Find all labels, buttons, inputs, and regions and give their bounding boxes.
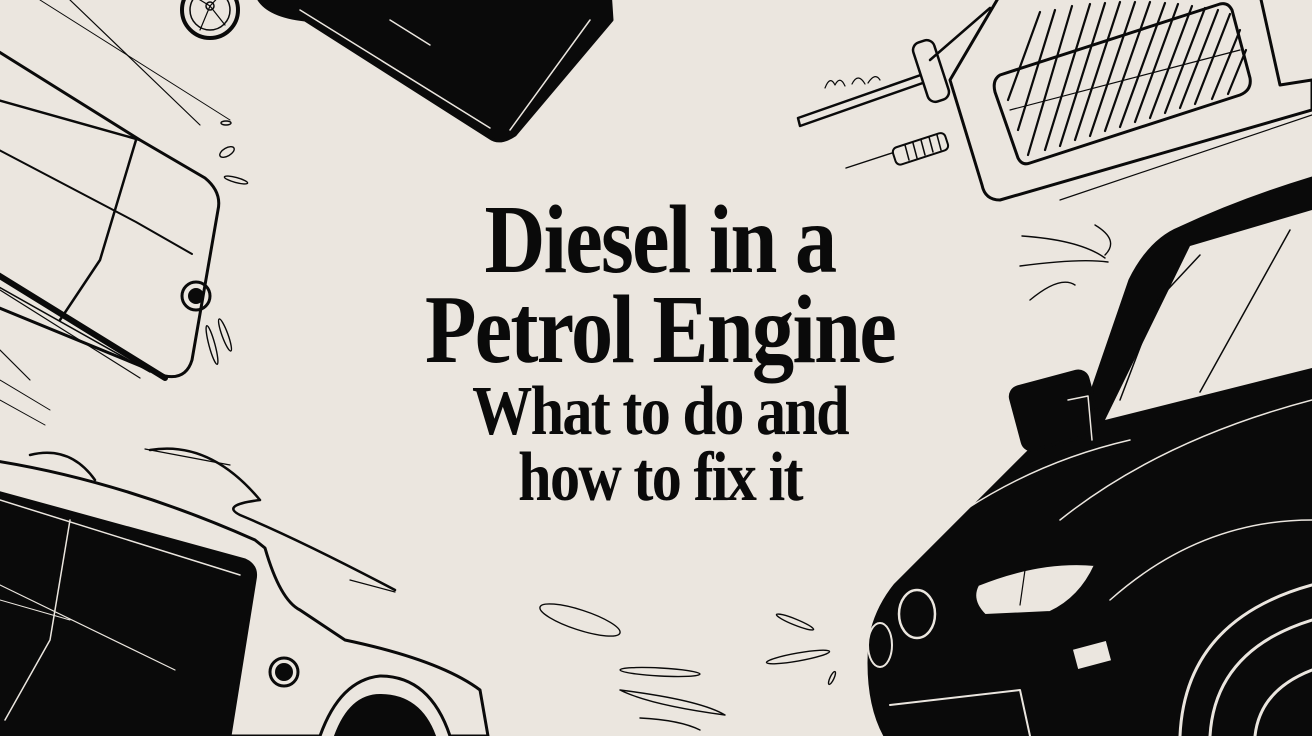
headline-line-1: Diesel in a [484,186,838,294]
top-center-vehicle-wheel-illustration [180,0,614,143]
top-right-vehicle-window-illustration [796,0,1312,202]
subheadline-line-1: What to do and [472,373,849,450]
motion-lines-bottom [539,603,837,731]
title-block: Diesel in a Petrol Engine What to do and… [330,186,990,516]
motion-lines-right [1019,224,1112,301]
headline-line-2: Petrol Engine [424,276,897,384]
fuel-filter-illustration [845,132,950,169]
bottom-left-vehicle-illustration [0,447,490,736]
top-left-van-illustration [0,0,249,426]
right-car-illustration [867,176,1312,736]
subheadline-line-2: how to fix it [518,439,803,516]
